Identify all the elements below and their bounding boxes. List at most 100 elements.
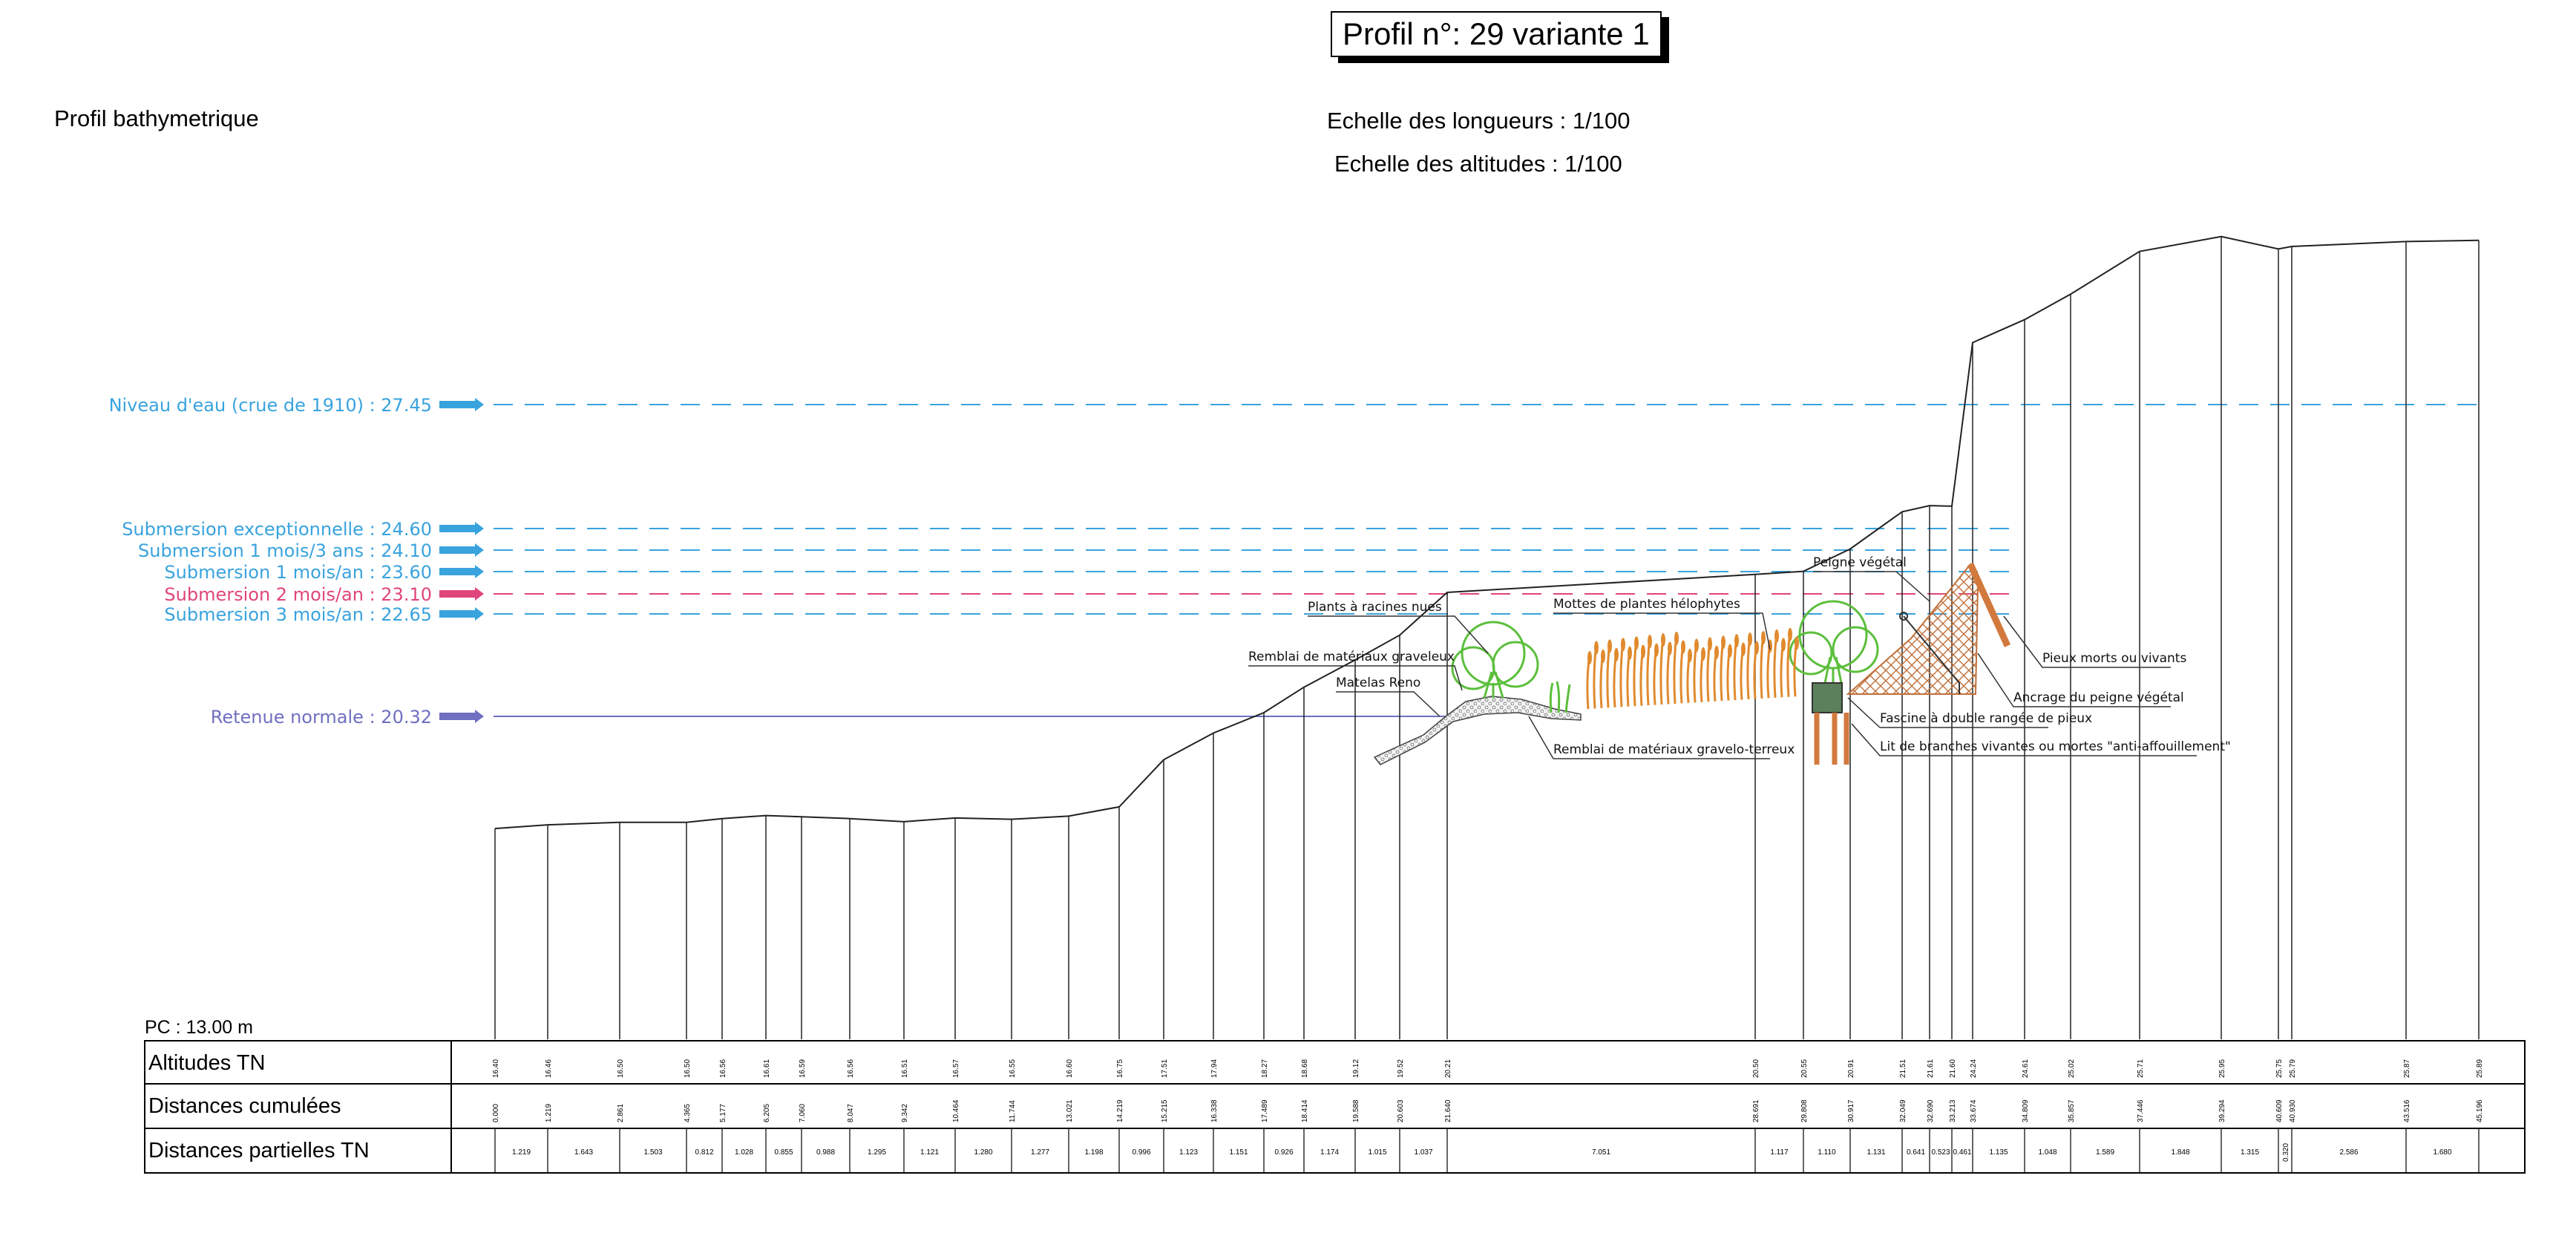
altitude-cell: 25.87 <box>2403 1059 2411 1078</box>
level-arrow-icon <box>439 710 484 723</box>
partial-cell: 0.855 <box>774 1148 793 1157</box>
altitude-cell: 25.79 <box>2289 1059 2297 1078</box>
partial-cell: 0.523 <box>1931 1148 1950 1157</box>
partial-cell: 0.996 <box>1132 1148 1150 1157</box>
altitude-cell: 19.12 <box>1352 1059 1360 1078</box>
altitude-cell: 17.51 <box>1161 1059 1169 1078</box>
partial-cell: 1.117 <box>1770 1148 1789 1157</box>
partial-cell: 1.315 <box>2241 1148 2259 1157</box>
callout-remblai_grav: Remblai de matériaux graveleux <box>1248 650 1455 664</box>
level-arrow-icon <box>439 398 484 411</box>
subtitle-bathymetric: Profil bathymetrique <box>54 105 259 131</box>
cumulated-cell: 1.219 <box>545 1104 553 1122</box>
callout-peigne: Peigne végétal <box>1813 555 1907 570</box>
cumulated-cell: 40.609 <box>2275 1099 2284 1122</box>
callout-mottes: Mottes de plantes hélophytes <box>1553 597 1740 612</box>
fascine <box>1812 682 1849 765</box>
altitude-cell: 16.50 <box>617 1059 625 1078</box>
altitude-cell: 16.61 <box>763 1059 771 1078</box>
partial-cell: 1.121 <box>920 1148 939 1157</box>
altitude-cell: 19.52 <box>1397 1059 1405 1078</box>
callout-leader <box>2003 615 2171 668</box>
cumulated-cell: 43.516 <box>2403 1099 2411 1122</box>
cumulated-cell: 4.365 <box>684 1104 692 1122</box>
level-label: Retenue normale : 20.32 <box>211 707 432 727</box>
scale-length: Echelle des longueurs : 1/100 <box>1327 108 1631 134</box>
cumulated-cell: 0.000 <box>492 1104 500 1122</box>
altitude-cell: 25.89 <box>2476 1059 2484 1078</box>
partial-cell: 1.131 <box>1867 1148 1885 1157</box>
partial-cell: 0.988 <box>816 1148 835 1157</box>
cumulated-cell: 40.930 <box>2289 1099 2297 1122</box>
altitude-cell: 17.94 <box>1210 1059 1219 1078</box>
altitude-cell: 16.75 <box>1116 1059 1124 1078</box>
cumulated-cell: 16.338 <box>1210 1099 1219 1122</box>
altitude-cell: 18.68 <box>1301 1059 1309 1078</box>
partial-cell: 0.812 <box>695 1148 713 1157</box>
cumulated-cell: 35.857 <box>2068 1099 2076 1122</box>
altitude-cell: 25.95 <box>2218 1059 2226 1078</box>
cumulated-cell: 14.219 <box>1116 1099 1124 1122</box>
partial-cell: 1.277 <box>1031 1148 1049 1157</box>
altitude-cell: 16.51 <box>901 1059 909 1078</box>
level-label: Submersion exceptionnelle : 24.60 <box>122 519 432 540</box>
table-row-header: Distances partielles TN <box>148 1139 370 1163</box>
level-arrow-icon <box>439 543 484 557</box>
partial-cell: 1.151 <box>1229 1148 1248 1157</box>
partial-cell: 1.589 <box>2096 1148 2114 1157</box>
cumulated-cell: 45.196 <box>2476 1099 2484 1122</box>
altitude-cell: 16.57 <box>952 1059 960 1078</box>
altitude-cell: 24.24 <box>1970 1059 1978 1078</box>
cumulated-cell: 20.603 <box>1397 1099 1405 1122</box>
cumulated-cell: 30.917 <box>1847 1099 1855 1122</box>
callout-matelas: Matelas Reno <box>1336 676 1420 690</box>
partial-cell: 1.198 <box>1084 1148 1103 1157</box>
callout-leader <box>1248 665 1463 691</box>
cumulated-cell: 2.861 <box>617 1104 625 1122</box>
partial-cell: 1.015 <box>1368 1148 1386 1157</box>
mottes-helophytes <box>1586 627 1799 710</box>
altitude-cell: 20.21 <box>1444 1059 1452 1078</box>
partial-cell: 1.280 <box>974 1148 992 1157</box>
altitude-cell: 25.75 <box>2275 1059 2284 1078</box>
cumulated-cell: 9.342 <box>901 1104 909 1122</box>
altitude-cell: 21.51 <box>1899 1059 1907 1078</box>
partial-cell: 0.320 <box>2282 1143 2290 1162</box>
datum-label: PC : 13.00 m <box>145 1017 253 1038</box>
partial-cell: 2.586 <box>2339 1148 2358 1157</box>
altitude-cell: 16.56 <box>719 1059 727 1078</box>
cumulated-cell: 33.674 <box>1970 1099 1978 1122</box>
altitude-cell: 16.55 <box>1009 1059 1017 1078</box>
cumulated-cell: 11.744 <box>1009 1100 1017 1122</box>
partial-cell: 1.110 <box>1818 1148 1836 1157</box>
callout-pieux: Pieux morts ou vivants <box>2042 651 2186 666</box>
pieux-stake <box>1967 563 2011 647</box>
altitude-cell: 21.61 <box>1927 1059 1935 1078</box>
altitude-cell: 16.40 <box>492 1059 500 1078</box>
cumulated-cell: 17.489 <box>1261 1099 1269 1122</box>
level-arrow-icon <box>439 587 484 601</box>
scale-altitude: Echelle des altitudes : 1/100 <box>1334 151 1622 177</box>
altitude-cell: 20.91 <box>1847 1059 1855 1078</box>
altitude-cell: 20.50 <box>1752 1059 1760 1078</box>
cumulated-cell: 32.690 <box>1927 1099 1935 1122</box>
cumulated-cell: 32.049 <box>1899 1099 1907 1122</box>
callout-leader <box>1553 612 1771 650</box>
callout-leader <box>1336 691 1441 717</box>
table-row-header: Altitudes TN <box>148 1051 265 1075</box>
callout-remblai_terreux: Remblai de matériaux gravelo-terreux <box>1553 742 1795 757</box>
partial-cell: 7.051 <box>1592 1148 1610 1157</box>
cumulated-cell: 18.414 <box>1301 1099 1309 1122</box>
partial-cell: 0.641 <box>1907 1148 1925 1157</box>
cumulated-cell: 37.446 <box>2137 1099 2145 1122</box>
callout-leader <box>1528 716 1770 759</box>
level-label: Niveau d'eau (crue de 1910) : 27.45 <box>109 395 432 416</box>
callout-leader <box>1977 653 2171 707</box>
partial-cell: 1.123 <box>1179 1148 1198 1157</box>
altitude-cell: 21.60 <box>1949 1059 1957 1078</box>
partial-cell: 1.643 <box>574 1148 593 1157</box>
callout-lit: Lit de branches vivantes ou mortes "anti… <box>1880 739 2231 754</box>
partial-cell: 0.926 <box>1274 1148 1293 1157</box>
partial-cell: 1.219 <box>512 1148 531 1157</box>
